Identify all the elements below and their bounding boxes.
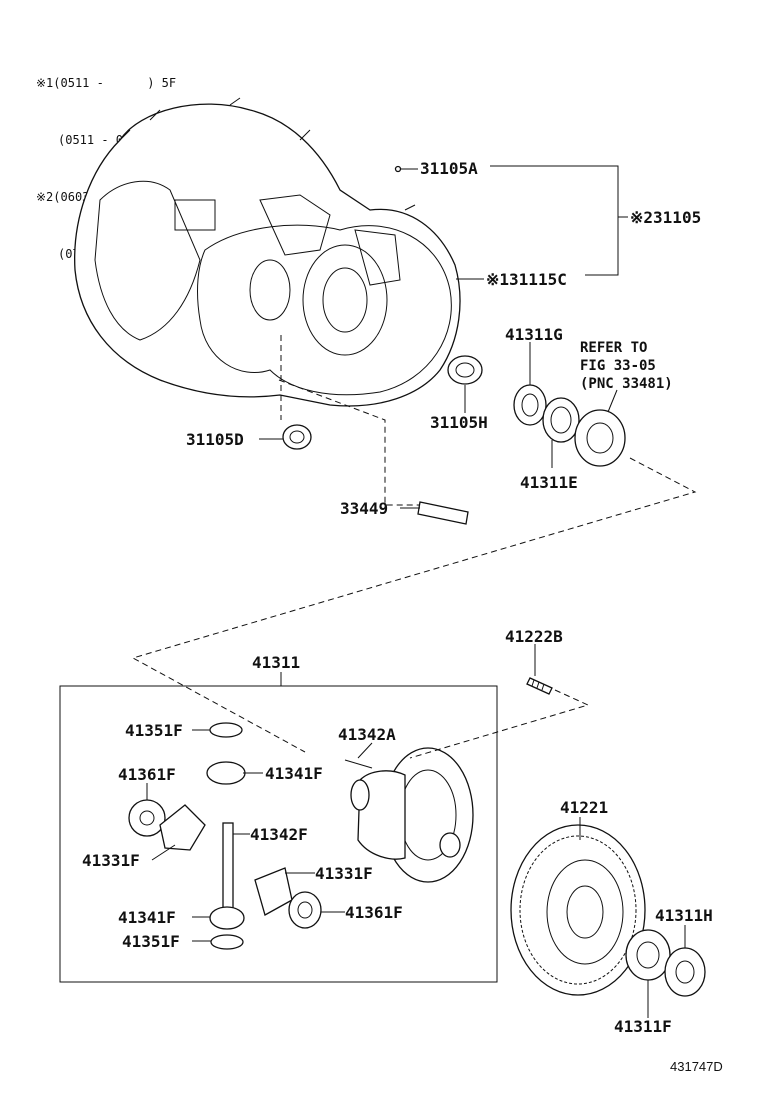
fastener-marker xyxy=(394,165,402,173)
differential-assembly-box xyxy=(59,685,498,983)
label-41331F-right: 41331F xyxy=(315,864,373,883)
label-41331F-left: 41331F xyxy=(82,851,140,870)
label-41361F-left: 41361F xyxy=(118,765,176,784)
label-41221: 41221 xyxy=(560,798,608,817)
label-31105: ※231105 xyxy=(630,208,701,227)
transmission-case-drawing xyxy=(74,97,461,407)
label-31105D: 31105D xyxy=(186,430,244,449)
label-41311G: 41311G xyxy=(505,325,563,344)
part-labels: 31105A ※231105 ※131115C 31105D 31105H 33… xyxy=(82,159,723,1074)
differential-case-drawing xyxy=(350,747,474,883)
refer-note-line2: FIG 33-05 xyxy=(580,358,656,374)
label-41222B: 41222B xyxy=(505,627,563,646)
label-31115C: ※131115C xyxy=(486,270,567,289)
label-41351F-top: 41351F xyxy=(125,721,183,740)
label-41341F-bottom: 41341F xyxy=(118,908,176,927)
oil-seal-31105d xyxy=(282,424,312,450)
label-41311F: 41311F xyxy=(614,1017,672,1036)
leader-lines xyxy=(146,165,686,1018)
label-33449: 33449 xyxy=(340,499,388,518)
dashed-guide-lines xyxy=(131,335,697,759)
oil-seal-31105h xyxy=(447,355,483,385)
label-41342F: 41342F xyxy=(250,825,308,844)
bearing-set-41311g-41311e xyxy=(513,384,626,467)
label-31105A: 31105A xyxy=(420,159,478,178)
ring-gear-41221 xyxy=(510,824,646,996)
figure-id: 431747D xyxy=(670,1059,723,1074)
label-41351F-bottom: 41351F xyxy=(122,932,180,951)
refer-note-line1: REFER TO xyxy=(580,340,647,356)
differential-internal-parts xyxy=(128,722,373,950)
label-41342A: 41342A xyxy=(338,725,396,744)
bearing-41311f-41311h xyxy=(625,929,706,997)
refer-note-line3: (PNC 33481) xyxy=(580,376,673,392)
legend-row-1: ※1(0511 - ) 5F xyxy=(36,76,177,90)
magnet-33449 xyxy=(417,501,469,525)
label-41311: 41311 xyxy=(252,653,300,672)
label-41341F-top: 41341F xyxy=(265,764,323,783)
label-31105H: 31105H xyxy=(430,413,488,432)
label-41311H: 41311H xyxy=(655,906,713,925)
bolt-41222b xyxy=(526,677,553,695)
label-41311E: 41311E xyxy=(520,473,578,492)
label-41361F-right: 41361F xyxy=(345,903,403,922)
